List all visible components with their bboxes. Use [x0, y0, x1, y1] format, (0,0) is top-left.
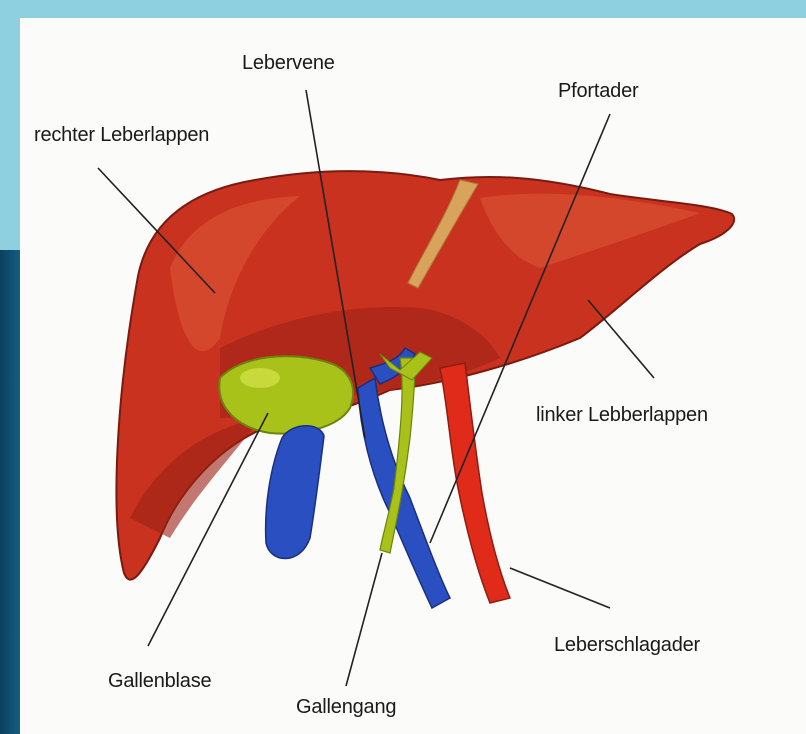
label-hepatic-artery: Leberschlagader [554, 634, 700, 657]
leader-bile-duct [346, 553, 382, 686]
liver-diagram-panel: rechter Leberlappen Lebervene Pfortader … [20, 18, 806, 734]
gallbladder [219, 356, 353, 433]
label-left-lobe: linker Lebberlappen [536, 404, 708, 427]
leader-hepatic-artery [510, 568, 610, 608]
vena-cava [266, 426, 324, 559]
label-bile-duct: Gallengang [296, 696, 396, 719]
label-portal-vein: Pfortader [558, 80, 638, 103]
leader-left-lobe [588, 300, 654, 378]
label-gallbladder: Gallenblase [108, 670, 211, 693]
gallbladder-highlight [240, 368, 280, 388]
hepatic-artery [440, 363, 510, 603]
label-hepatic-vein: Lebervene [242, 52, 335, 75]
label-right-lobe: rechter Leberlappen [34, 124, 209, 147]
